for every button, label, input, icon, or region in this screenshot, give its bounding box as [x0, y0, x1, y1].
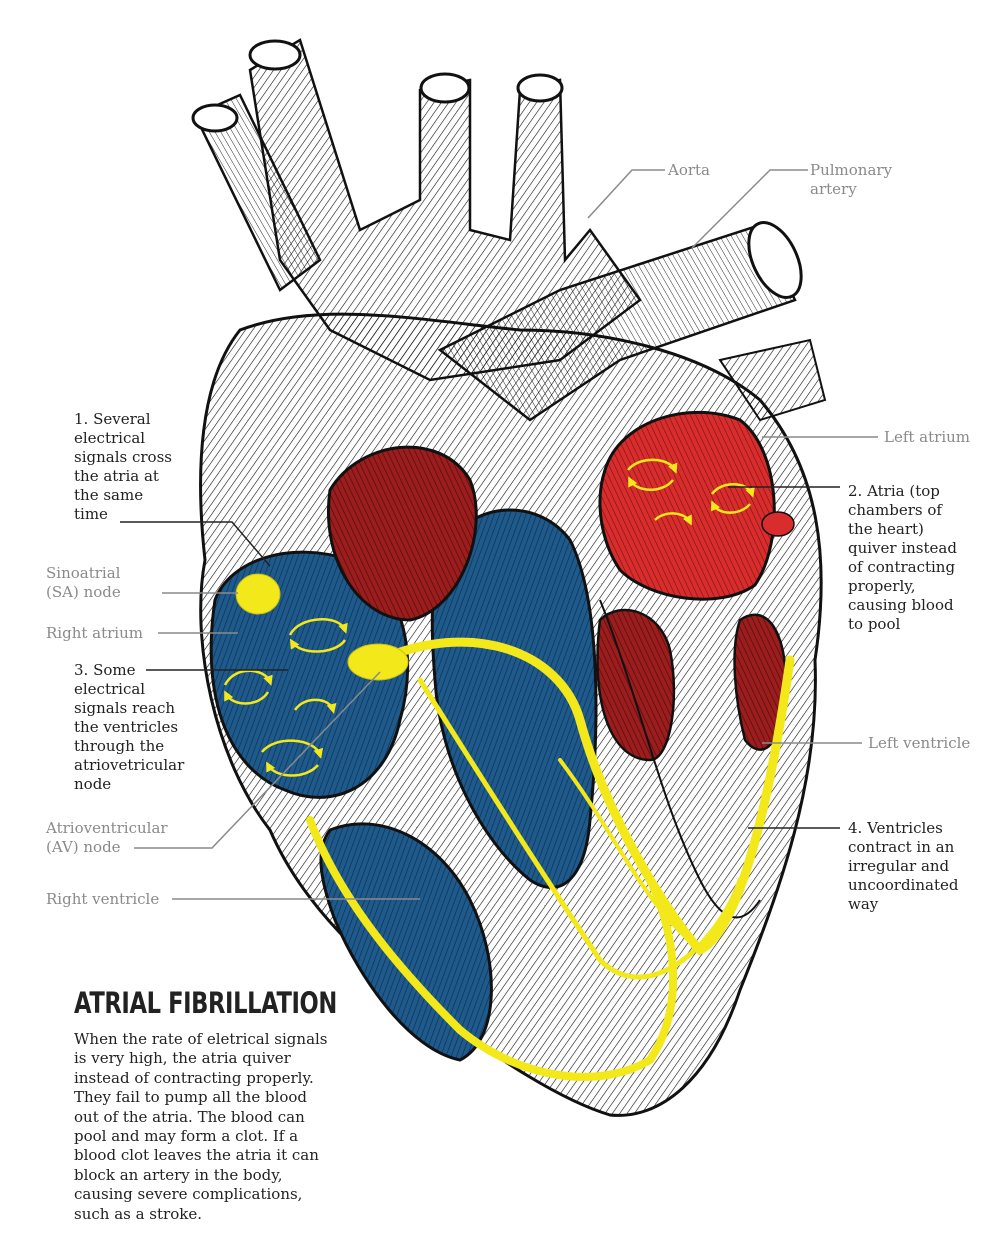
right-ventricle-label: Right ventricle	[46, 890, 160, 908]
upper-red-chamber	[327, 445, 478, 622]
quiver-arrow	[289, 638, 347, 653]
left-atrial-appendage	[761, 511, 795, 537]
sa-node	[235, 573, 281, 615]
quiver-arrow	[223, 669, 273, 686]
quiver-arrow	[654, 512, 692, 526]
right-atrium-label: Right atrium	[46, 624, 143, 642]
quiver-arrows-left-atrium	[627, 458, 755, 526]
quiver-arrow	[627, 458, 678, 474]
signal-pathway-outer	[375, 637, 795, 956]
quiver-arrow	[266, 761, 319, 777]
pulmonary-opening	[747, 221, 803, 299]
left-atrium-chamber	[598, 410, 776, 601]
vessel-opening-2	[419, 72, 471, 104]
left-ventricle-label: Left ventricle	[868, 734, 971, 752]
quiver-arrow	[628, 476, 674, 491]
leader-aorta	[587, 169, 665, 219]
quiver-arrow	[710, 483, 755, 498]
signal-pathway-branch	[558, 758, 702, 952]
vessel-opening-1	[248, 39, 302, 71]
leader-pulmonary	[691, 169, 808, 249]
av-node-label: Atrioventricular (AV) node	[46, 819, 168, 856]
left-atrium-label: Left atrium	[884, 428, 971, 446]
page-title: ATRIAL FIBRILLATION	[74, 986, 337, 1020]
quiver-arrow	[710, 500, 751, 514]
callout-step-2: 2. Atria (top chambers of the heart) qui…	[848, 482, 957, 633]
callout-step-1: 1. Several electrical signals cross the …	[74, 410, 172, 523]
signal-pathway-inner	[417, 677, 743, 980]
sinoatrial-node-label: Sinoatrial (SA) node	[46, 564, 121, 601]
vessel-opening-4	[191, 103, 239, 133]
aorta-label: Aorta	[668, 161, 711, 179]
quiver-arrow	[224, 690, 270, 705]
leader-lines	[120, 169, 878, 900]
leader-av-node	[134, 671, 381, 849]
quiver-arrow	[293, 698, 337, 714]
description-text: When the rate of eletrical signals is ve…	[74, 1030, 328, 1223]
av-node	[347, 643, 409, 681]
septum	[599, 599, 761, 919]
callout-step-3: 3. Some electrical signals reach the ven…	[74, 661, 185, 793]
quiver-arrow	[261, 739, 324, 759]
callout-step-4: 4. Ventricles contract in an irregular a…	[848, 819, 959, 913]
quiver-arrow	[288, 618, 348, 636]
central-ventricle-chamber	[430, 508, 598, 889]
quiver-arrows-right-atrium	[223, 618, 348, 777]
left-ventricle-wall	[733, 613, 787, 751]
pulmonary-artery-label: Pulmonary artery	[810, 161, 893, 198]
great-vessels	[191, 38, 827, 422]
vessel-opening-3	[516, 73, 564, 103]
right-ventricle-chamber	[319, 822, 493, 1062]
leader-step1	[120, 521, 271, 567]
electrical-signals	[306, 637, 795, 1081]
brachiocephalic-branch	[193, 93, 322, 292]
